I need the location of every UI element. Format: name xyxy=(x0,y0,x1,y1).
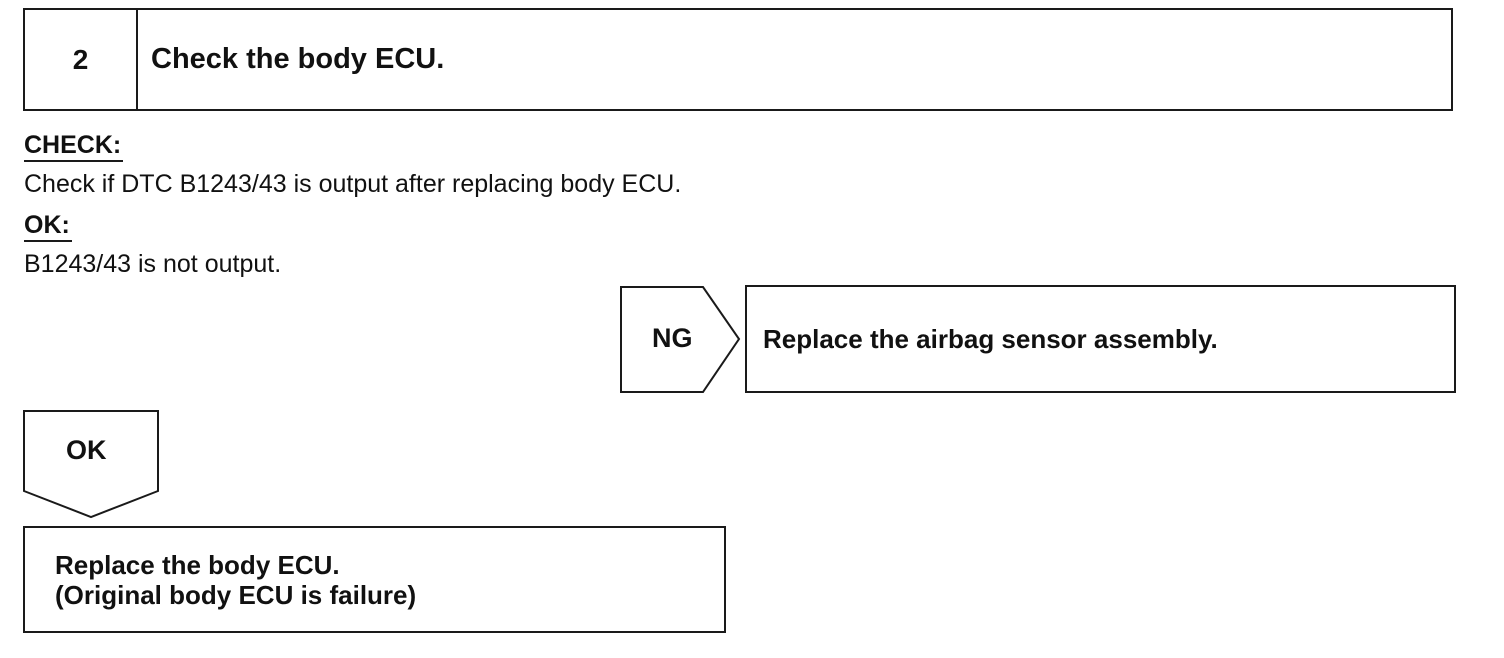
check-label: CHECK: xyxy=(24,130,124,162)
ng-action-text: Replace the airbag sensor assembly. xyxy=(763,323,1218,354)
ng-arrow-label: NG xyxy=(652,323,693,353)
ok-action-line2: (Original body ECU is failure) xyxy=(55,579,417,610)
ok-action-box: Replace the body ECU. (Original body ECU… xyxy=(23,526,726,633)
ok-arrow-label: OK xyxy=(66,435,107,465)
step-title: Check the body ECU. xyxy=(151,43,445,75)
step-number: 2 xyxy=(25,10,138,109)
ok-action-line1: Replace the body ECU. xyxy=(55,549,340,580)
ok-condition-text: B1243/43 is not output. xyxy=(24,250,282,278)
step-header: 2 Check the body ECU. xyxy=(23,8,1453,111)
ng-action-box: Replace the airbag sensor assembly. xyxy=(745,285,1456,393)
ng-arrow-shape xyxy=(620,286,741,393)
ok-condition-label: OK: xyxy=(24,210,72,242)
ok-arrow-shape xyxy=(23,410,159,519)
check-text: Check if DTC B1243/43 is output after re… xyxy=(24,170,682,198)
